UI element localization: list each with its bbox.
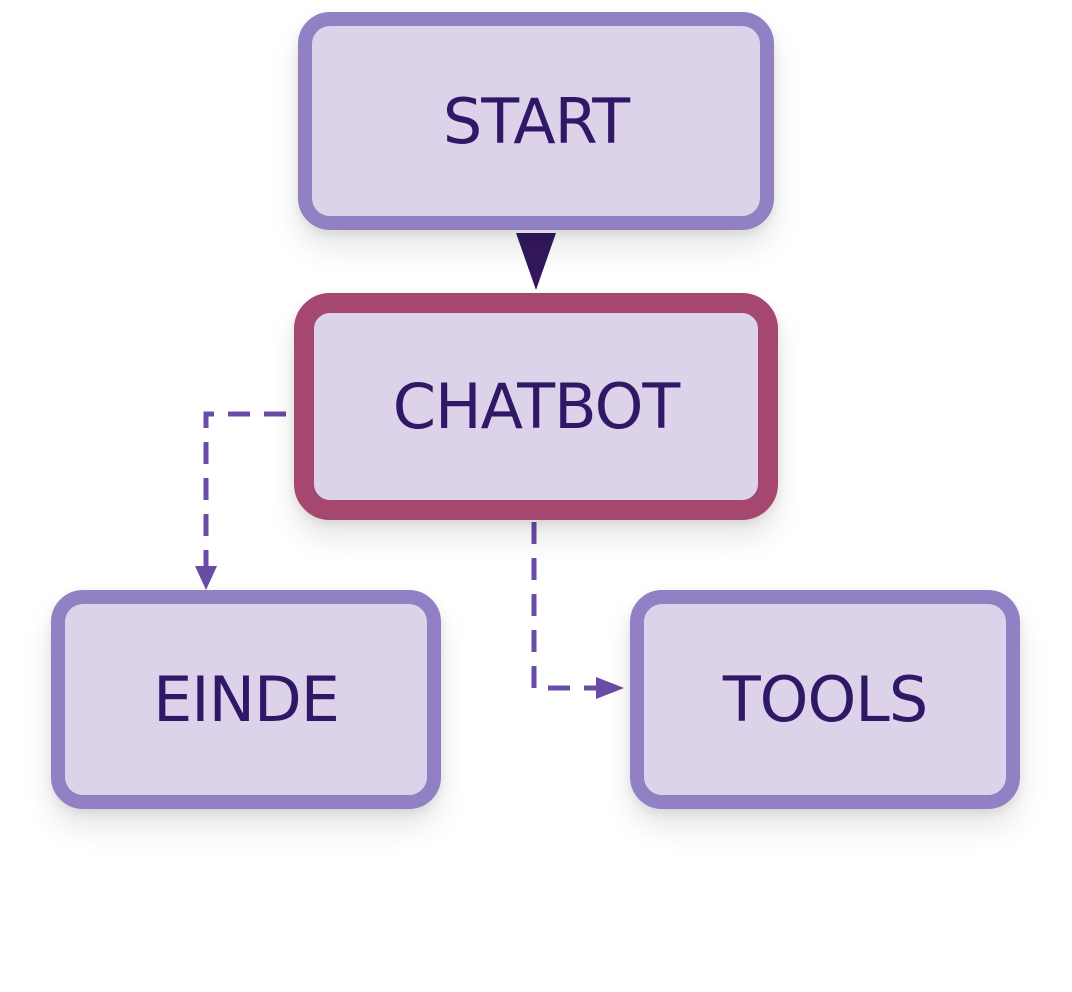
node-chatbot-label: CHATBOT <box>392 370 681 443</box>
edge-start-chatbot-arrowhead <box>516 233 556 290</box>
node-start[interactable]: START <box>298 12 774 230</box>
edge-chatbot-tools-arrowhead <box>596 677 624 699</box>
edge-chatbot-einde <box>203 411 286 568</box>
node-tools[interactable]: TOOLS <box>630 590 1020 809</box>
node-einde-label: EINDE <box>153 663 340 736</box>
node-chatbot[interactable]: CHATBOT <box>294 293 778 520</box>
node-tools-label: TOOLS <box>722 663 928 736</box>
node-start-label: START <box>442 84 630 158</box>
edge-chatbot-tools <box>531 522 598 691</box>
edge-chatbot-einde-arrowhead <box>195 566 217 590</box>
node-einde[interactable]: EINDE <box>51 590 441 809</box>
